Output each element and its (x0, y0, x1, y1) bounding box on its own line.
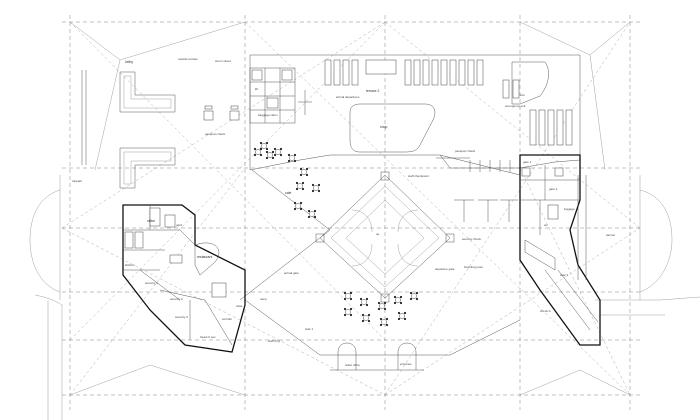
label-toilet: toilet (236, 304, 243, 308)
label-security-3: security 3 (175, 315, 188, 319)
label-stair-2: stair 2 (560, 273, 569, 277)
cafe-table (397, 311, 407, 321)
left-ramps (119, 71, 176, 189)
cafe-table (343, 307, 353, 317)
shop-block (349, 103, 436, 153)
label-shop: shop (380, 125, 387, 129)
cafe-table (299, 167, 309, 177)
label-info: info (520, 93, 525, 97)
label-passport-check-right: passport check (455, 149, 476, 153)
baggage-counters (324, 59, 573, 146)
label-security-check: security check (462, 237, 482, 241)
label-lobby: lobby (125, 60, 133, 64)
label-gard: gard (176, 223, 182, 227)
building-outline (239, 54, 581, 356)
diagonal-guides (61, 21, 641, 396)
cafe-table (393, 295, 403, 305)
label-office: office (147, 219, 155, 223)
label-arrival-gate: arrival gate (284, 271, 299, 275)
label-restaurant: restaurant (197, 255, 212, 259)
label-storm-street: storm street (215, 59, 231, 63)
cafe-table (295, 181, 305, 191)
cafe-table (343, 291, 353, 301)
label-security-2: security 2 (170, 297, 183, 301)
label-boarding-pass: boarding pass (464, 265, 483, 269)
label-staff-only: staff only (268, 339, 280, 343)
label-tarmac: tarmac (606, 233, 616, 237)
cafe-table (311, 183, 321, 193)
label-kitchen: kitchen (125, 263, 135, 267)
label-terrace-2: terrace 2 (366, 89, 379, 93)
cafe-table (253, 147, 263, 157)
info-pod (511, 61, 549, 105)
site-context (29, 175, 700, 420)
central-atrium (315, 171, 455, 303)
label-corridor: corridor (222, 317, 232, 321)
cafe-table (377, 301, 387, 311)
cafe-table (361, 313, 371, 323)
label-head-of-sec: head of sec. (200, 335, 217, 339)
room-labels: lobby outside terrace storm street terra… (72, 57, 616, 367)
label-entrance: entrance (400, 362, 412, 366)
label-carpark: carpark (72, 179, 83, 183)
label-lift: lift (255, 87, 258, 91)
label-luggage: luggage (564, 207, 575, 211)
label-passport-check-left: passport check (205, 132, 226, 136)
label-check-in: check in (540, 309, 551, 313)
left-wing (122, 204, 246, 353)
label-security-1: security 1 (145, 281, 158, 285)
label-baggage-claim: baggage claim (258, 113, 278, 117)
cafe-tables (253, 141, 419, 327)
cafe-table (265, 150, 275, 160)
label-gate-1: gate 1 (523, 160, 532, 164)
cafe-table (379, 317, 389, 327)
cafe-table (359, 297, 369, 307)
label-stair-1: stair 1 (305, 327, 314, 331)
security-gates (454, 199, 518, 222)
exit-gates (330, 342, 424, 371)
label-up: up (376, 232, 380, 236)
passport-posts (436, 157, 511, 172)
right-wing (519, 154, 601, 346)
left-upper-furniture (81, 70, 240, 165)
label-arrival-departures: arrival departures (336, 95, 360, 99)
cafe-table (307, 209, 317, 219)
envelope (69, 21, 631, 396)
label-staff-checkpoint: staff checkpoint (408, 174, 429, 178)
label-outside-terrace: outside terrace (178, 57, 198, 61)
label-wc: wc (544, 223, 548, 227)
cafe-table (409, 291, 419, 301)
cafe-table (293, 201, 303, 211)
cafe-table (273, 147, 283, 157)
label-emergency-exit: emergency exit (505, 104, 526, 108)
lift-core (249, 67, 312, 124)
label-ticket-office: ticket office (345, 363, 360, 367)
label-departure-gate: departure gate (435, 267, 455, 271)
label-ramp: ramp (260, 297, 267, 301)
label-gate-2: gate 2 (549, 187, 558, 191)
cafe-table (287, 153, 297, 163)
label-cafe: cafe (285, 191, 292, 195)
